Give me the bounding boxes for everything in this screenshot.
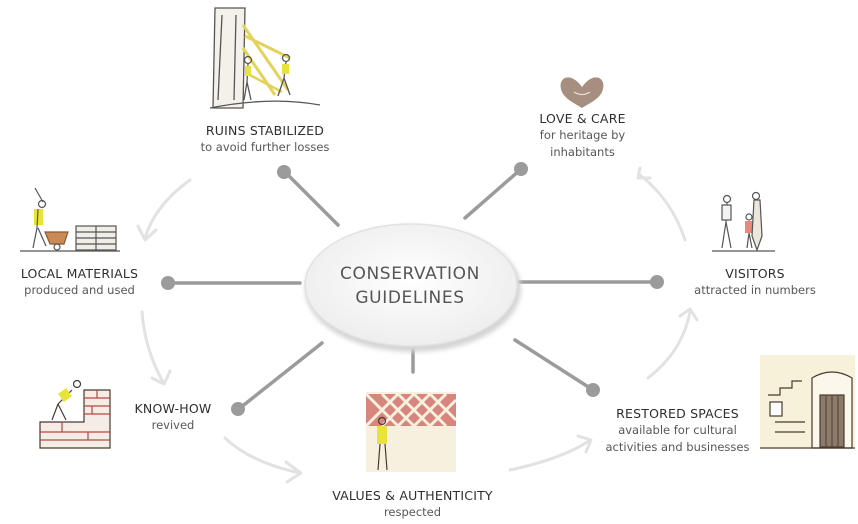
node-title: VISITORS (725, 266, 785, 281)
center-title-line2: GUIDELINES (355, 288, 465, 308)
node-know-how: KNOW-HOW revived (128, 400, 218, 434)
node-subtitle: to avoid further losses (200, 140, 330, 154)
node-local-materials: LOCAL MATERIALS produced and used (2, 265, 157, 299)
center-title-line1: CONSERVATION (340, 264, 480, 284)
flow-arrow-local-to-knowhow (140, 310, 165, 384)
node-title: KNOW-HOW (134, 401, 212, 416)
ruins-stabilized-illustration (209, 7, 321, 109)
heart-smile-icon (573, 91, 591, 96)
node-subtitle: respected (383, 505, 442, 519)
node-subtitle: attracted in numbers (694, 283, 816, 297)
node-title: LOVE & CARE (539, 111, 626, 126)
node-ruins-stabilized: RUINS STABILIZED to avoid further losses (170, 122, 360, 156)
dot-love (514, 162, 528, 176)
node-subtitle: available for cultural (618, 423, 737, 437)
visitors-illustration (712, 191, 775, 252)
node-subtitle: revived (151, 418, 195, 432)
values-illustration (364, 392, 458, 472)
center-title: CONSERVATION GUIDELINES (305, 262, 515, 310)
dot-local (161, 276, 175, 290)
node-visitors: VISITORS attracted in numbers (670, 265, 840, 299)
flow-arrow-visitors-to-love (638, 173, 687, 242)
dot-restored (586, 383, 600, 397)
spoke-knowhow (238, 341, 324, 410)
node-restored-spaces: RESTORED SPACES available for cultural a… (585, 405, 770, 456)
local-materials-illustration (20, 187, 120, 252)
dot-visitors (650, 275, 664, 289)
node-subtitle: produced and used (24, 283, 135, 297)
flow-arrow-restored-to-visitors (646, 310, 692, 380)
node-title: VALUES & AUTHENTICITY (332, 488, 493, 503)
node-subtitle: inhabitants (550, 145, 615, 159)
flow-arrowheads (136, 166, 699, 484)
node-title: RUINS STABILIZED (205, 123, 325, 138)
spoke-love (463, 168, 522, 220)
flow-arrow-ruins-to-local (143, 178, 192, 240)
heart-icon (560, 77, 604, 108)
node-title: LOCAL MATERIALS (20, 266, 139, 281)
flow-arrow-values-to-restored (508, 438, 592, 472)
know-how-illustration (39, 379, 111, 449)
spoke-restored (513, 338, 592, 390)
dot-ruins (277, 165, 291, 179)
spoke-ruins (283, 170, 340, 227)
spoke-dots (161, 162, 664, 416)
node-subtitle: activities and businesses (605, 440, 750, 454)
center-ellipse (304, 223, 518, 347)
node-subtitle: for heritage by (539, 128, 626, 142)
node-title: RESTORED SPACES (616, 406, 739, 421)
node-values-authenticity: VALUES & AUTHENTICITY respected (300, 487, 525, 521)
node-love-care: LOVE & CARE for heritage by inhabitants (500, 110, 665, 161)
flow-arrow-knowhow-to-values (223, 436, 302, 475)
restored-spaces-illustration (760, 355, 855, 449)
flow-arrows (140, 173, 692, 475)
spokes (168, 168, 657, 410)
dot-knowhow (231, 402, 245, 416)
